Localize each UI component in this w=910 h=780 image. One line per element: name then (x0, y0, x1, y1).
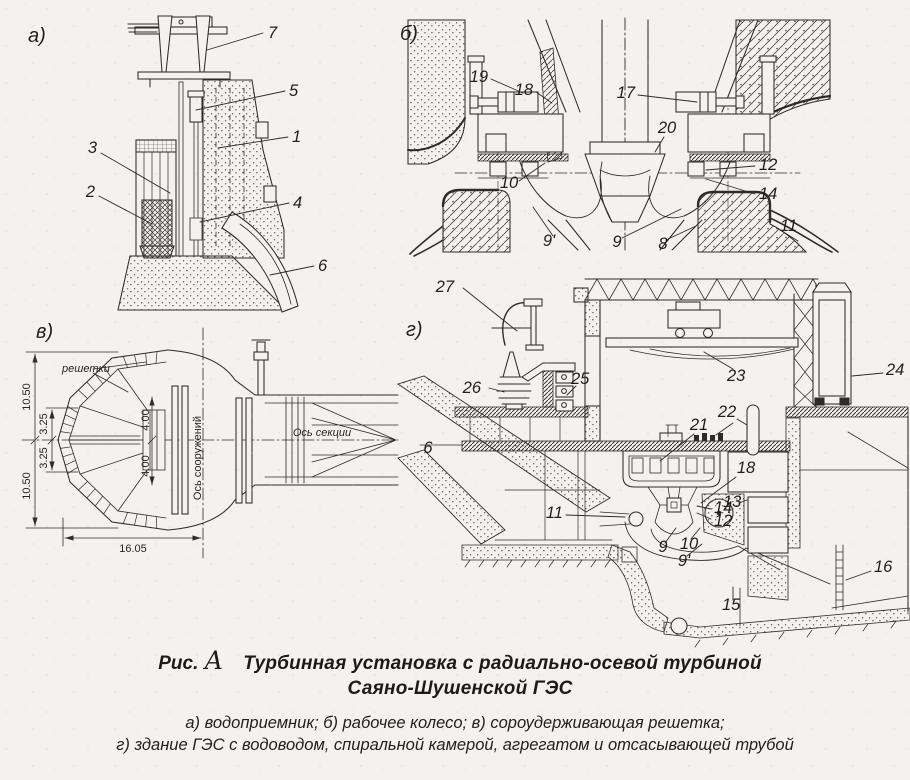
figure-title-line1: Турбинная установка с радиально-осевой т… (243, 653, 762, 674)
figure-number-prefix: Рис. (158, 653, 199, 674)
figure-title-line2: Саяно-Шушенской ГЭС (347, 678, 573, 699)
legend-line1: а) водоприемник; б) рабочее колесо; в) с… (185, 714, 725, 732)
figure-legend: а) водоприемник; б) рабочее колесо; в) с… (30, 712, 880, 757)
legend-line2: г) здание ГЭС с водоводом, спиральной ка… (116, 736, 794, 755)
figure-caption: Рис. А Турбинная установка с радиально-о… (70, 646, 850, 700)
figure-number: А (204, 646, 224, 675)
